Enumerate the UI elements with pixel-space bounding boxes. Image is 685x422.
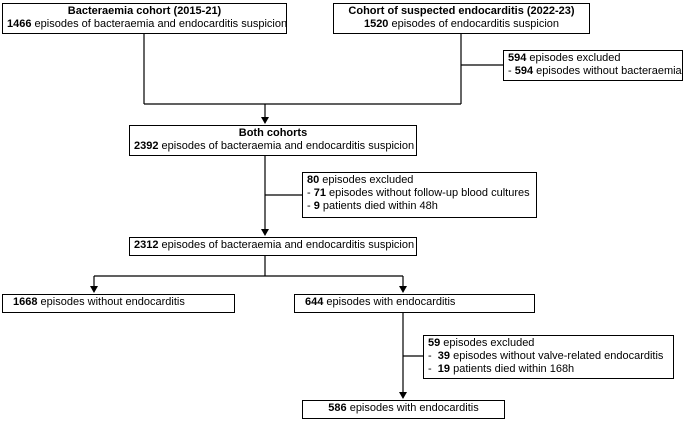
bullet-dash: - <box>428 363 438 375</box>
suspected-cohort-count: 1520 episodes of endocarditis suspicion <box>338 18 585 31</box>
count-text: episodes of bacteraemia and endocarditis… <box>31 18 288 30</box>
count-number: 594 <box>514 65 534 77</box>
count-text: episodes excluded <box>440 337 535 349</box>
count-text: episodes of endocarditis suspicion <box>388 18 560 30</box>
count-number: 1668 <box>13 296 38 308</box>
without-endocarditis-count: 1668 episodes without endocarditis <box>13 296 230 309</box>
with-endocarditis-count: 644 episodes with endocarditis <box>305 296 530 309</box>
count-number: 59 <box>428 337 441 349</box>
bullet-dash: - <box>307 187 314 199</box>
count-number: 71 <box>313 187 326 199</box>
count-text: episodes with endocarditis <box>323 296 456 308</box>
excluded-3-reason-died: - 19 patients died within 168h <box>428 363 669 376</box>
count-number: 586 <box>328 402 347 414</box>
count-text: patients died within 48h <box>319 200 438 212</box>
excluded-box-2: 80 episodes excluded - 71 episodes witho… <box>302 172 537 218</box>
both-cohorts-box: Both cohorts 2392 episodes of bacteraemi… <box>129 125 417 156</box>
count-text: episodes without follow-up blood culture… <box>325 187 530 199</box>
without-endocarditis-box: 1668 episodes without endocarditis <box>2 294 235 313</box>
excluded-box-1: 594 episodes excluded - 594 episodes wit… <box>503 50 683 81</box>
excluded-1-total: 594 episodes excluded <box>508 52 678 65</box>
bacteraemia-cohort-title: Bacteraemia cohort (2015-21) <box>67 5 222 17</box>
count-number: 594 <box>508 52 527 64</box>
excluded-box-3: 59 episodes excluded - 39 episodes witho… <box>423 335 674 379</box>
count-number: 80 <box>307 174 320 186</box>
count-text: episodes excluded <box>526 52 621 64</box>
bacteraemia-cohort-box: Bacteraemia cohort (2015-21) 1466 episod… <box>2 3 287 34</box>
count-number: 19 <box>437 363 451 375</box>
count-text: episodes without bacteraemia <box>533 65 682 77</box>
count-number: 644 <box>305 296 324 308</box>
final-box: 586 episodes with endocarditis <box>302 400 505 419</box>
excluded-2-total: 80 episodes excluded <box>307 174 532 187</box>
bullet-dash: - <box>508 65 515 77</box>
count-text: episodes with endocarditis <box>346 402 479 414</box>
count-number: 2392 <box>134 140 159 152</box>
count-text: episodes excluded <box>319 174 414 186</box>
count-number: 1466 <box>7 18 32 30</box>
bacteraemia-cohort-count: 1466 episodes of bacteraemia and endocar… <box>7 18 287 31</box>
count-number: 1520 <box>363 18 389 30</box>
count-number: 39 <box>437 350 451 362</box>
excluded-3-total: 59 episodes excluded <box>428 337 669 350</box>
count-text: episodes without valve-related endocardi… <box>450 350 664 362</box>
excluded-2-reason-died: - 9 patients died within 48h <box>307 200 532 213</box>
count-number: 9 <box>313 200 320 212</box>
count-text: episodes without endocarditis <box>37 296 185 308</box>
suspected-cohort-title: Cohort of suspected endocarditis (2022-2… <box>348 5 575 17</box>
suspected-endocarditis-cohort-box: Cohort of suspected endocarditis (2022-2… <box>333 3 590 34</box>
excluded-2-reason-followup: - 71 episodes without follow-up blood cu… <box>307 187 532 200</box>
excluded-3-reason-valve: - 39 episodes without valve-related endo… <box>428 350 669 363</box>
with-endocarditis-box: 644 episodes with endocarditis <box>294 294 535 313</box>
bullet-dash: - <box>428 350 438 362</box>
both-cohorts-title: Both cohorts <box>238 127 308 139</box>
count-text: episodes of bacteraemia and endocarditis… <box>158 239 415 251</box>
bullet-dash: - <box>307 200 314 212</box>
after-exclusion-count: 2312 episodes of bacteraemia and endocar… <box>134 239 415 252</box>
count-text: patients died within 168h <box>450 363 575 375</box>
count-number: 2312 <box>134 239 159 251</box>
final-count: 586 episodes with endocarditis <box>307 402 500 415</box>
excluded-1-reason: - 594 episodes without bacteraemia <box>508 65 682 78</box>
count-text: episodes of bacteraemia and endocarditis… <box>158 140 415 152</box>
after-exclusion-box: 2312 episodes of bacteraemia and endocar… <box>129 237 417 256</box>
both-cohorts-count: 2392 episodes of bacteraemia and endocar… <box>134 140 415 153</box>
